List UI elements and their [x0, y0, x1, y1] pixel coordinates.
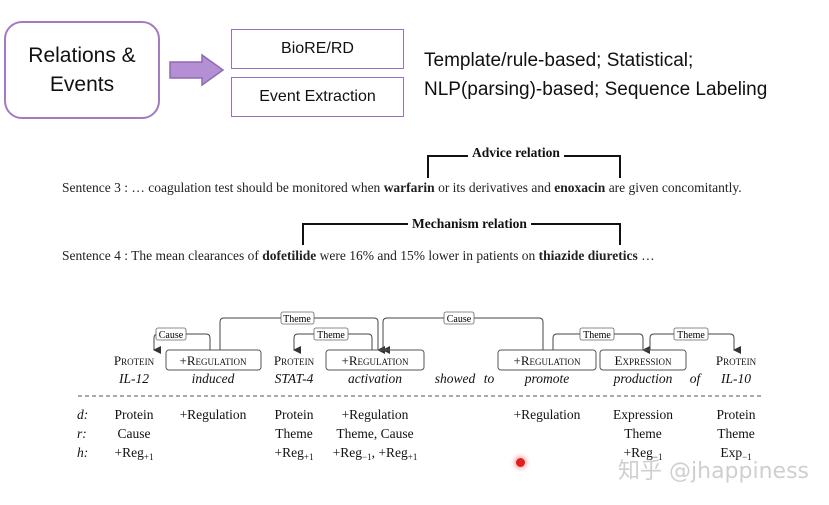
cell-r-7: Theme: [717, 426, 754, 441]
cell-h-6: +Reg−1: [624, 445, 663, 462]
cell-r-6: Theme: [624, 426, 661, 441]
tag-regulation-activation: +Regulation: [342, 353, 409, 368]
cell-h-4-base2: , +Reg: [372, 445, 408, 460]
cell-d-2: +Regulation: [180, 407, 247, 422]
tag-protein-il10: Protein: [716, 353, 757, 368]
cell-h-6-base: +Reg: [624, 445, 654, 460]
right-arrow-icon: [169, 53, 225, 87]
mechanism-relation-label: Mechanism relation: [408, 216, 531, 232]
tag-regulation-promote: +Regulation: [514, 353, 581, 368]
cell-h-1: +Reg+1: [115, 445, 154, 462]
sentence-3-prefix: Sentence 3 : … coagulation test should b…: [62, 180, 384, 195]
cell-d-5: +Regulation: [514, 407, 581, 422]
tag-protein-stat4: Protein: [274, 353, 315, 368]
cell-d-6: Expression: [613, 407, 673, 422]
cell-h-4-sub: −1: [362, 452, 372, 462]
arc-label-cause-2: Cause: [447, 314, 472, 325]
row-label-d: d:: [77, 407, 88, 422]
cell-d-1: Protein: [115, 407, 154, 422]
trigger-box-promote: [497, 349, 597, 371]
tag-regulation-induced: +Regulation: [180, 353, 247, 368]
cell-h-7-base: Exp: [720, 445, 742, 460]
methods-line1: Template/rule-based; Statistical;: [424, 50, 694, 71]
sentence-4-suffix: …: [637, 248, 655, 263]
sentence-3-suffix: are given concomitantly.: [605, 180, 742, 195]
word-promote: promote: [524, 371, 570, 386]
row-label-r: r:: [77, 426, 87, 441]
sentence-4-prefix: Sentence 4 : The mean clearances of: [62, 248, 263, 263]
word-to: to: [484, 371, 495, 386]
cell-r-3: Theme: [275, 426, 312, 441]
cell-h-1-base: +Reg: [115, 445, 145, 460]
trigger-box-activation: [325, 349, 425, 371]
cell-d-4: +Regulation: [342, 407, 409, 422]
event-extraction-box: Event Extraction: [231, 77, 404, 117]
methods-text: Template/rule-based; Statistical; NLP(pa…: [424, 46, 767, 104]
cursor-dot: [516, 458, 525, 467]
arc-label-theme-3: Theme: [583, 330, 611, 341]
trigger-box-production: [599, 349, 687, 371]
cell-h-7-sub: −1: [742, 452, 752, 462]
watermark: 知乎 @jhappiness: [618, 459, 809, 484]
cell-h-4: +Reg−1, +Reg+1: [333, 445, 418, 462]
cell-h-3: +Reg+1: [275, 445, 314, 462]
cell-h-4-sub2: +1: [408, 452, 418, 462]
cell-h-4-base: +Reg: [333, 445, 363, 460]
word-il12: IL-12: [118, 371, 149, 386]
sentence-3-middle: or its derivatives and: [434, 180, 555, 195]
relations-events-line1: Relations &: [28, 44, 136, 67]
word-production: production: [613, 371, 673, 386]
methods-line2: NLP(parsing)-based; Sequence Labeling: [424, 79, 768, 100]
arc-label-cause-1: Cause: [159, 330, 184, 341]
arc-label-theme-4: Theme: [677, 330, 705, 341]
advice-relation-label: Advice relation: [468, 145, 564, 161]
tag-expression-production: Expression: [615, 353, 672, 368]
word-stat4: STAT-4: [275, 371, 314, 386]
arc-label-theme-1: Theme: [283, 314, 311, 325]
sentence-4-middle: were 16% and 15% lower in patients on: [316, 248, 539, 263]
row-label-h: h:: [77, 445, 88, 460]
cell-r-1: Cause: [118, 426, 151, 441]
word-showed: showed: [435, 371, 476, 386]
sentence-3: Sentence 3 : … coagulation test should b…: [62, 180, 742, 196]
sentence-4-drug2: thiazide diuretics: [538, 248, 638, 263]
cell-d-3: Protein: [275, 407, 314, 422]
word-il10: IL-10: [720, 371, 751, 386]
relations-events-box: Relations & Events: [4, 21, 160, 119]
cell-d-7: Protein: [717, 407, 756, 422]
trigger-box-induced: [165, 349, 262, 371]
tag-protein-il12: Protein: [114, 353, 155, 368]
sentence-3-drug2: enoxacin: [554, 180, 606, 195]
word-activation: activation: [348, 371, 402, 386]
sentence-3-drug1: warfarin: [383, 180, 435, 195]
arc-label-theme-2: Theme: [317, 330, 345, 341]
cell-h-1-sub: +1: [144, 452, 154, 462]
word-of: of: [690, 371, 703, 386]
cell-h-6-sub: −1: [653, 452, 663, 462]
cell-r-4: Theme, Cause: [336, 426, 413, 441]
sentence-4: Sentence 4 : The mean clearances of dofe…: [62, 248, 655, 264]
cell-h-7: Exp−1: [720, 445, 751, 462]
word-induced: induced: [192, 371, 235, 386]
cell-h-3-base: +Reg: [275, 445, 305, 460]
relations-events-line2: Events: [49, 73, 115, 96]
cell-h-3-sub: +1: [304, 452, 314, 462]
sentence-4-drug1: dofetilide: [262, 248, 317, 263]
biore-box: BioRE/RD: [231, 29, 404, 69]
